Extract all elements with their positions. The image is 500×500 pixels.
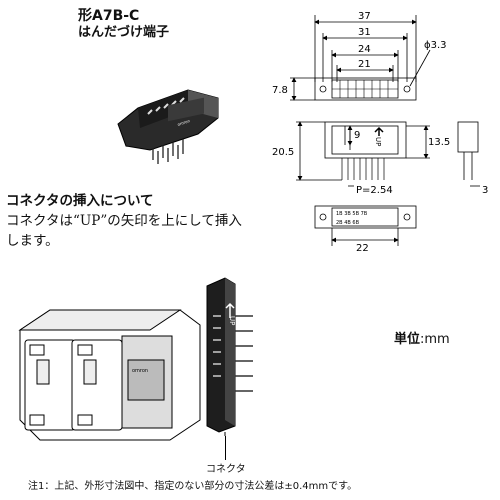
connector-label: コネクタ xyxy=(206,464,246,475)
up-mark-small: UP xyxy=(374,137,382,146)
dim-mounting-pitch: 31 xyxy=(358,27,371,38)
connector-iso-illustration: omron xyxy=(117,89,219,164)
socket-illustration: omron xyxy=(18,309,201,441)
terminal-labels-row1: 1B 3B 5B 7B xyxy=(336,211,368,217)
footnote: 注1：上記、外形寸法図中、指定のない部分の寸法公差は±0.4mmです。 xyxy=(28,481,358,492)
unit-label: 単位:mm xyxy=(394,332,450,348)
connector-side-illustration: UP xyxy=(206,277,253,436)
model-title: 形A7B-C xyxy=(78,8,140,24)
svg-text:omron: omron xyxy=(132,368,148,374)
dim-bottom-width: 22 xyxy=(356,243,369,254)
dim-hole-diameter: ϕ3.3 xyxy=(424,40,447,51)
dim-inner-width: 24 xyxy=(358,44,371,55)
unit-value: :mm xyxy=(420,332,450,347)
insertion-text-line2: します。 xyxy=(6,233,59,249)
insertion-heading: コネクタの挿入について xyxy=(6,193,154,209)
terminal-type-subtitle: はんだづけ端子 xyxy=(78,25,170,40)
dim-key-width: 21 xyxy=(358,59,371,70)
up-mark-connector: UP xyxy=(228,316,236,325)
terminal-labels-row2: 2B 4B 6B xyxy=(336,220,360,226)
dim-height: 20.5 xyxy=(272,147,294,158)
dim-body-height: 13.5 xyxy=(428,137,450,148)
dim-terminal-offset: 9 xyxy=(354,130,360,141)
svg-text:omron: omron xyxy=(177,118,191,127)
dimension-drawing: UP 37 31 24 21 ϕ3.3 7.8 20.5 13.5 9 P=2.… xyxy=(272,11,488,254)
dim-side: 3 xyxy=(482,185,488,196)
dim-terminal-pitch: P=2.54 xyxy=(356,185,393,196)
unit-label-text: 単位 xyxy=(394,332,421,347)
dim-overall-width: 37 xyxy=(358,11,371,22)
insertion-text-line1: コネクタは“UP”の矢印を上にして挿入 xyxy=(6,213,242,229)
connector-leader-line xyxy=(225,436,226,460)
dim-depth: 7.8 xyxy=(272,85,288,96)
